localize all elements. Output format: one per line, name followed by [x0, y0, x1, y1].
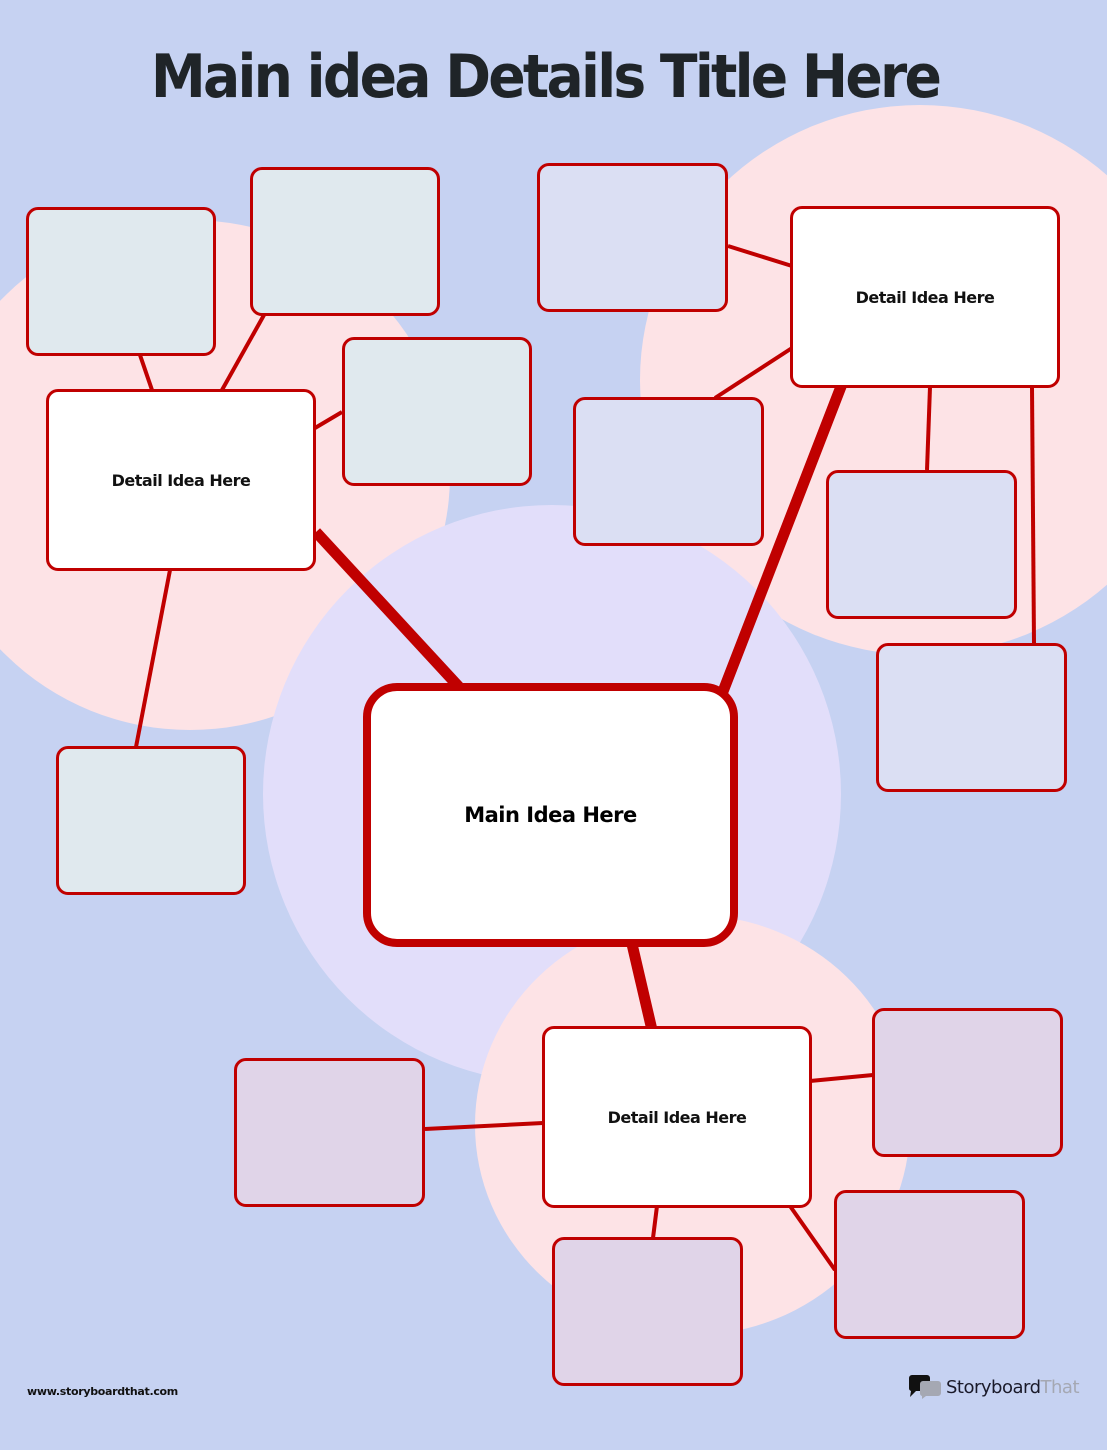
detail-idea-bottom[interactable]: Detail Idea Here — [542, 1026, 812, 1208]
speech-bubbles-icon — [908, 1375, 941, 1399]
top-right-detail-box-3[interactable] — [826, 470, 1017, 619]
top-right-detail-box-2[interactable] — [573, 397, 764, 546]
left-detail-box-2[interactable] — [250, 167, 440, 316]
top-right-detail-box-1[interactable] — [537, 163, 728, 312]
bottom-detail-box-4[interactable] — [552, 1237, 743, 1386]
footer-url: www.storyboardthat.com — [27, 1385, 178, 1398]
main-idea-label: Main Idea Here — [464, 803, 637, 827]
logo-text-that: That — [1040, 1376, 1080, 1398]
detail-idea-top-right[interactable]: Detail Idea Here — [790, 206, 1060, 388]
page-title: Main idea Details Title Here — [150, 42, 942, 112]
left-detail-box-3[interactable] — [342, 337, 532, 486]
bottom-detail-box-3[interactable] — [834, 1190, 1025, 1339]
top-right-detail-box-4[interactable] — [876, 643, 1067, 792]
detail-idea-left[interactable]: Detail Idea Here — [46, 389, 316, 571]
bottom-detail-box-2[interactable] — [872, 1008, 1063, 1157]
storyboardthat-logo: StoryboardThat — [908, 1374, 1080, 1400]
detail-idea-label: Detail Idea Here — [607, 1107, 747, 1127]
main-idea-box[interactable]: Main Idea Here — [363, 683, 738, 947]
left-detail-box-1[interactable] — [26, 207, 216, 356]
bottom-detail-box-1[interactable] — [234, 1058, 425, 1207]
detail-idea-label: Detail Idea Here — [855, 287, 995, 307]
detail-idea-label: Detail Idea Here — [111, 470, 251, 490]
left-detail-box-4[interactable] — [56, 746, 246, 895]
logo-text-storyboard: Storyboard — [946, 1376, 1041, 1398]
